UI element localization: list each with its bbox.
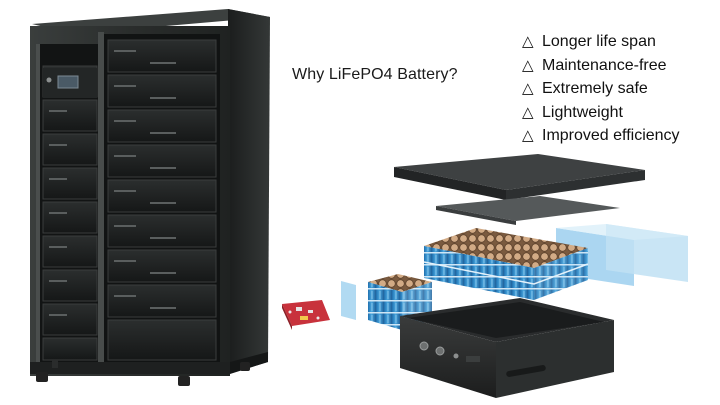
benefit-item: △ Longer life span xyxy=(522,30,680,54)
triangle-icon: △ xyxy=(522,56,534,74)
benefit-label: Extremely safe xyxy=(542,80,648,97)
exploded-battery-module xyxy=(282,154,688,398)
benefit-label: Lightweight xyxy=(542,103,623,121)
benefit-list: △ Longer life span △ Maintenance-free △ … xyxy=(522,30,680,148)
benefit-item: △ Lightweight xyxy=(522,101,680,125)
bms-circuit-board xyxy=(282,300,330,330)
benefit-label: Longer life span xyxy=(542,33,656,50)
benefit-label: Improved efficiency xyxy=(542,127,680,144)
triangle-icon: △ xyxy=(522,33,534,51)
benefit-label: Maintenance-free xyxy=(542,56,667,74)
triangle-icon: △ xyxy=(522,127,534,145)
benefit-item: △ Improved efficiency xyxy=(522,124,680,148)
triangle-icon: △ xyxy=(522,103,534,121)
benefit-item: △ Maintenance-free xyxy=(522,54,680,78)
triangle-icon: △ xyxy=(522,80,534,98)
battery-rack-cabinet xyxy=(30,9,270,386)
benefit-item: △ Extremely safe xyxy=(522,77,680,101)
page-heading: Why LiFePO4 Battery? xyxy=(292,66,458,83)
